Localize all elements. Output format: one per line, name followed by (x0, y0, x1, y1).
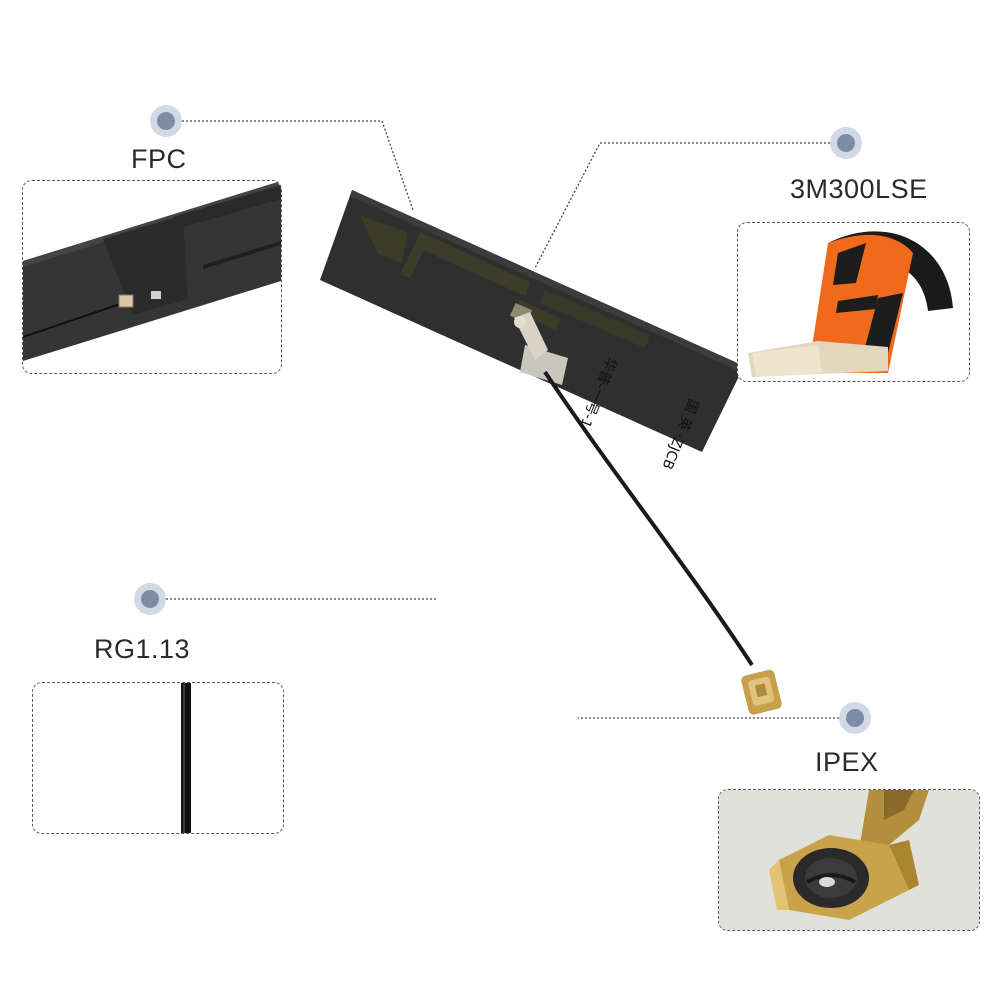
connector-callout-dot (839, 702, 871, 734)
cable-label: RG1.13 (94, 634, 191, 664)
tape-leader-line (534, 142, 846, 269)
fpc-callout-dot (150, 105, 182, 137)
tape-detail-image (738, 223, 969, 381)
tape-label: 3M300LSE (790, 174, 928, 204)
cable-detail-inset (32, 682, 284, 834)
connector-detail-inset (718, 789, 980, 931)
fpc-label: FPC (131, 144, 187, 174)
fpc-detail-inset (22, 180, 282, 374)
cable-callout-dot (134, 583, 166, 615)
ipex-connector-small (741, 669, 782, 715)
coax-cable (543, 370, 754, 667)
leader-lines (150, 120, 855, 719)
cable-detail-image (33, 683, 283, 833)
cable-solder-joint (514, 312, 568, 385)
connector-label: IPEX (815, 747, 879, 777)
connector-detail-image (719, 790, 979, 930)
fpc-leader-line (166, 120, 414, 211)
tape-callout-dot (830, 127, 862, 159)
fpc-detail-image (23, 181, 281, 373)
tape-detail-inset (737, 222, 970, 382)
